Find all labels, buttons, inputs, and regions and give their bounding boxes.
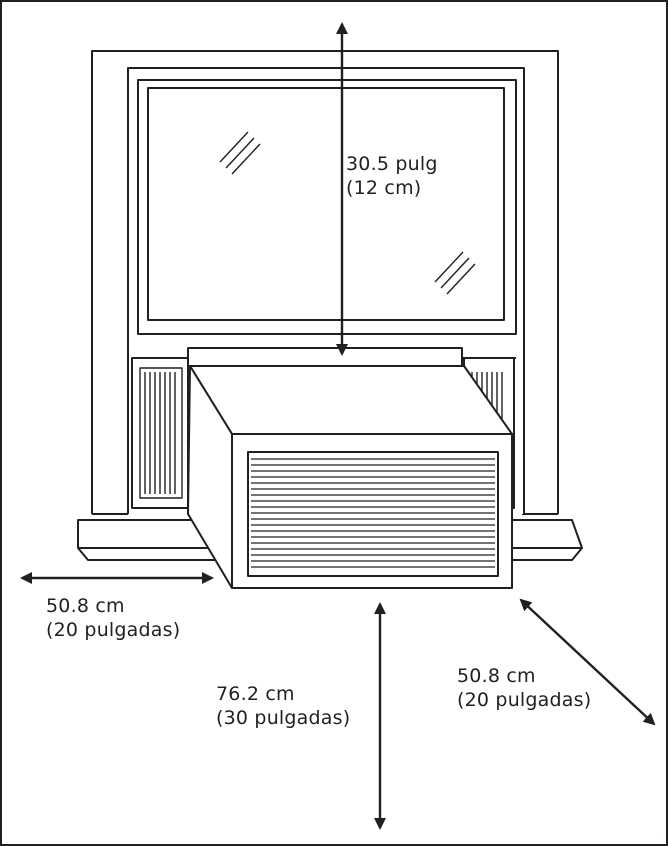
glass-reflection <box>219 131 476 295</box>
side-panel-left <box>131 357 189 509</box>
floor-clearance-label: 76.2 cm (30 pulgadas) <box>216 682 350 730</box>
side-clearance-label: 50.8 cm (20 pulgadas) <box>46 594 180 642</box>
rear-clearance-value: 50.8 cm <box>457 665 536 687</box>
window-height-value: 30.5 pulg <box>346 153 438 175</box>
grille-louvers <box>251 458 495 568</box>
side-clearance-alt-value: (20 pulgadas) <box>46 619 181 641</box>
floor-clearance-alt-value: (30 pulgadas) <box>216 707 351 729</box>
rear-clearance-arrow <box>519 598 656 726</box>
unit-top <box>189 365 513 435</box>
window-height-alt-value: (12 cm) <box>346 177 422 199</box>
window-height-label: 30.5 pulg (12 cm) <box>346 152 438 200</box>
rear-clearance-alt-value: (20 pulgadas) <box>457 689 592 711</box>
top-filler-strip <box>187 347 463 367</box>
floor-clearance-value: 76.2 cm <box>216 683 295 705</box>
rear-clearance-label: 50.8 cm (20 pulgadas) <box>457 664 591 712</box>
side-clearance-value: 50.8 cm <box>46 595 125 617</box>
air-conditioner-unit <box>187 365 513 589</box>
